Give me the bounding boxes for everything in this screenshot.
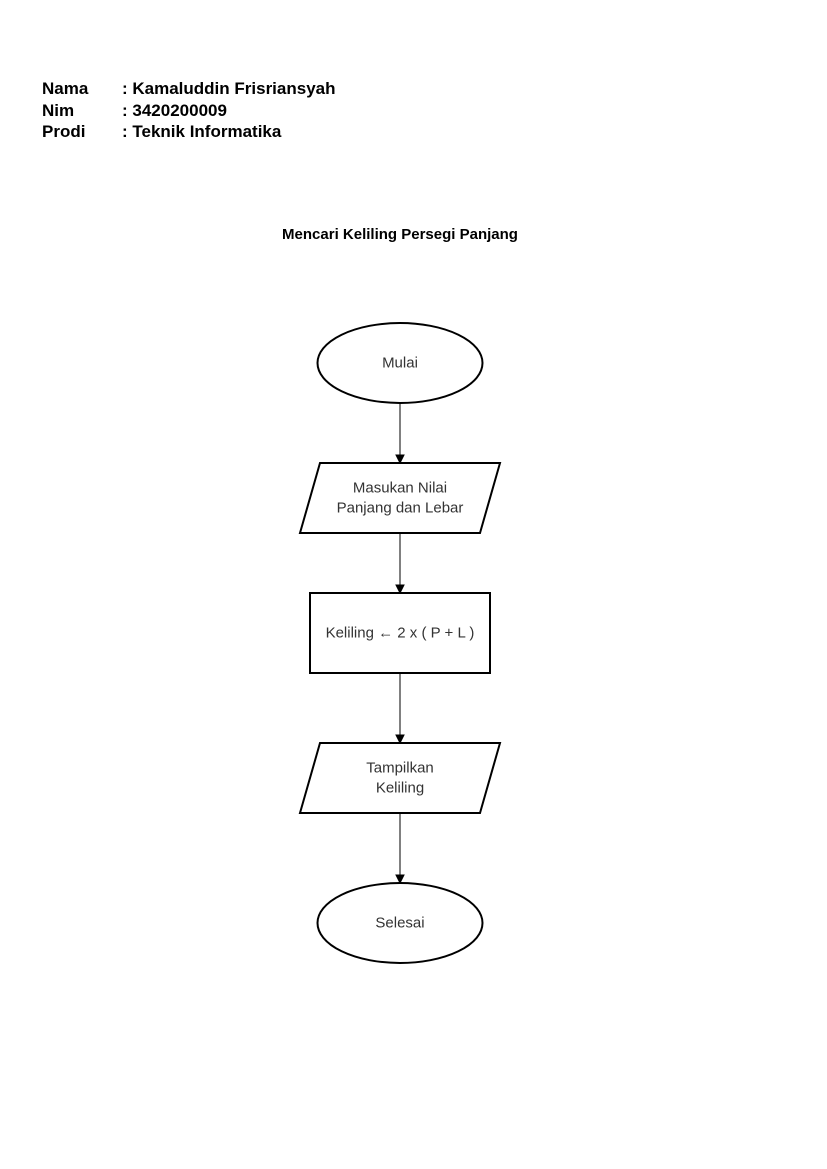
info-value-nim: : 3420200009 bbox=[122, 100, 227, 120]
node-label: Keliling bbox=[376, 780, 424, 797]
node-label: Mulai bbox=[382, 355, 418, 372]
info-label-nama: Nama bbox=[42, 79, 89, 98]
node-label: Masukan Nilai bbox=[353, 480, 447, 497]
node-start: Mulai bbox=[316, 322, 484, 404]
info-value-prodi: : Teknik Informatika bbox=[122, 122, 282, 141]
student-info: Nama : Kamaluddin Frisriansyah Nim : 342… bbox=[42, 78, 336, 143]
arrow-input-to-process bbox=[395, 533, 405, 595]
node-end: Selesai bbox=[316, 882, 484, 964]
node-label: Panjang dan Lebar bbox=[337, 500, 464, 517]
arrowhead bbox=[395, 734, 405, 745]
info-value-nama: : Kamaluddin Frisriansyah bbox=[122, 79, 336, 98]
arrowhead bbox=[395, 874, 405, 885]
input-output-shape bbox=[298, 462, 502, 534]
arrow-start-to-input bbox=[395, 403, 405, 465]
arrow-output-to-end bbox=[395, 813, 405, 885]
info-row-nim: Nim : 3420200009 bbox=[42, 100, 336, 122]
arrowhead bbox=[395, 584, 405, 595]
input-output-shape bbox=[298, 742, 502, 814]
arrowhead bbox=[395, 454, 405, 465]
node-label: Selesai bbox=[375, 915, 424, 932]
node-label: Keliling ← 2 x ( P + L ) bbox=[326, 625, 475, 642]
node-process: Keliling ← 2 x ( P + L ) bbox=[309, 592, 491, 674]
node-label: Tampilkan bbox=[366, 760, 434, 777]
info-label-nim: Nim bbox=[42, 100, 75, 120]
diagram-title: Mencari Keliling Persegi Panjang bbox=[282, 226, 518, 243]
process-shape bbox=[309, 592, 491, 674]
info-row-nama: Nama : Kamaluddin Frisriansyah bbox=[42, 78, 336, 100]
info-row-prodi: Prodi : Teknik Informatika bbox=[42, 121, 336, 143]
arrow-process-to-output bbox=[395, 673, 405, 745]
info-label-prodi: Prodi bbox=[42, 122, 86, 141]
